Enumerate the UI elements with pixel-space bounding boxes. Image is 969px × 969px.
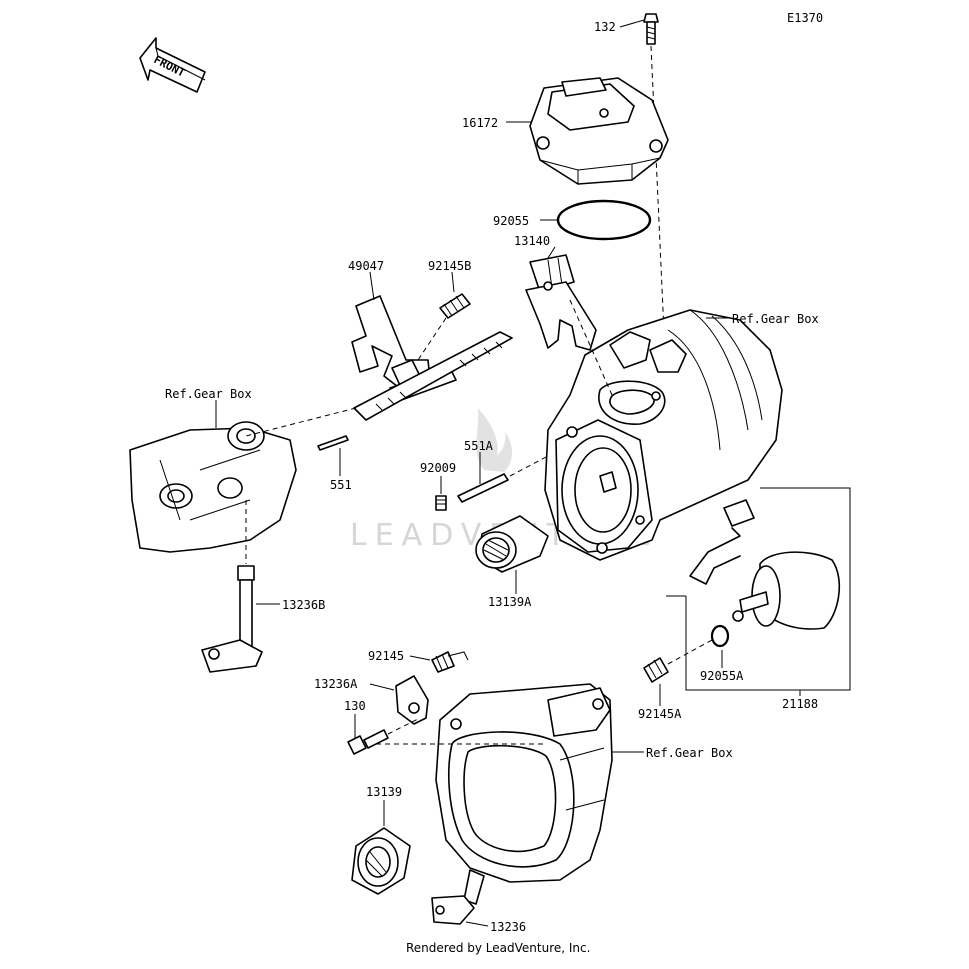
screw-92009 bbox=[435, 495, 447, 511]
pin-551 bbox=[317, 435, 349, 451]
label-92145b: 92145B bbox=[428, 259, 471, 273]
label-13236: 13236 bbox=[490, 920, 526, 934]
front-arrow-icon: FRONT bbox=[139, 37, 206, 93]
gear-box-housing-bottom bbox=[435, 683, 613, 883]
shift-shaft bbox=[353, 331, 513, 421]
gear-box-housing-left bbox=[129, 421, 297, 553]
label-92145a: 92145A bbox=[638, 707, 682, 721]
label-92009: 92009 bbox=[420, 461, 456, 475]
spring-92145b bbox=[439, 293, 471, 319]
label-13140: 13140 bbox=[514, 234, 550, 248]
label-551a: 551A bbox=[464, 439, 494, 453]
shaft-13236b bbox=[201, 565, 263, 673]
label-551: 551 bbox=[330, 478, 352, 492]
shaft-13236 bbox=[431, 869, 485, 925]
label-130: 130 bbox=[344, 699, 366, 713]
pin-551a bbox=[457, 473, 509, 503]
label-ref-gear-box-bottom: Ref.Gear Box bbox=[646, 746, 733, 760]
spring-92145 bbox=[431, 651, 469, 673]
sleeve-13139a bbox=[475, 515, 549, 573]
label-92145: 92145 bbox=[368, 649, 404, 663]
actuator-21188 bbox=[689, 499, 841, 630]
cover-16172 bbox=[529, 77, 669, 185]
label-21188: 21188 bbox=[782, 697, 818, 711]
o-ring-92055a bbox=[710, 624, 730, 648]
label-92055a: 92055A bbox=[700, 669, 744, 683]
starter-box-21188 bbox=[666, 487, 851, 691]
o-ring-92055 bbox=[556, 199, 652, 241]
label-13236b: 13236B bbox=[282, 598, 325, 612]
spring-92145a bbox=[643, 657, 669, 683]
watermark-flame-icon bbox=[476, 408, 513, 472]
label-16172: 16172 bbox=[462, 116, 498, 130]
bolt-132 bbox=[643, 13, 659, 45]
footer-credit: Rendered by LeadVenture, Inc. bbox=[406, 941, 590, 955]
shift-fork-13140 bbox=[525, 254, 597, 351]
label-49047: 49047 bbox=[348, 259, 384, 273]
label-ref-gear-box-top: Ref.Gear Box bbox=[732, 312, 819, 326]
arm-13236a bbox=[395, 675, 429, 725]
bolt-130 bbox=[347, 729, 389, 755]
label-92055: 92055 bbox=[493, 214, 529, 228]
label-13139: 13139 bbox=[366, 785, 402, 799]
gear-box-housing bbox=[544, 309, 783, 561]
diagram-code: E1370 bbox=[787, 11, 823, 25]
label-ref-gear-box-left: Ref.Gear Box bbox=[165, 387, 252, 401]
label-13139a: 13139A bbox=[488, 595, 532, 609]
label-132: 132 bbox=[594, 20, 616, 34]
sleeve-13139 bbox=[351, 827, 411, 895]
label-13236a: 13236A bbox=[314, 677, 358, 691]
